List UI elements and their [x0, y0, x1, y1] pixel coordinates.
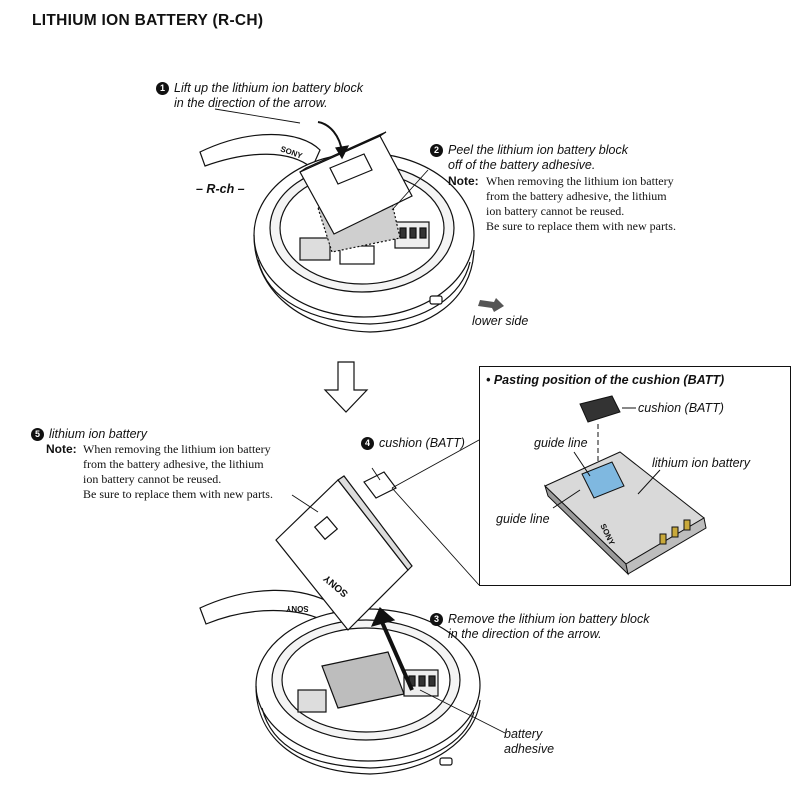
inset-guide-line-1: guide line: [534, 436, 588, 450]
step5-number: 5: [31, 428, 44, 441]
step1-line1: Lift up the lithium ion battery block: [174, 81, 363, 95]
note-top-line1: When removing the lithium ion battery: [486, 174, 674, 188]
note-bottom-line1: When removing the lithium ion battery: [83, 442, 271, 456]
lower-side-label: lower side: [472, 314, 529, 328]
note-top-line3: ion battery cannot be reused.: [486, 204, 625, 218]
step3-number: 3: [430, 613, 443, 626]
note-bottom-line3: ion battery cannot be reused.: [83, 472, 222, 486]
bottom-leader-lines: [291, 439, 506, 734]
down-arrow: [323, 361, 369, 413]
step3-line1: Remove the lithium ion battery block: [448, 612, 650, 626]
inset-battery-label: lithium ion battery: [652, 456, 750, 470]
note-bottom-label: Note:: [46, 442, 77, 456]
page-title: LITHIUM ION BATTERY (R-CH): [32, 12, 264, 29]
step2-number: 2: [430, 144, 443, 157]
step4-text: cushion (BATT): [379, 436, 465, 450]
step2-line1: Peel the lithium ion battery block: [448, 143, 628, 157]
inset-guide-line-2: guide line: [496, 512, 550, 526]
note-top-line2: from the battery adhesive, the lithium: [486, 189, 667, 203]
top-leader-lines: [214, 108, 429, 211]
step2-instruction: 2 Peel the lithium ion battery block off …: [430, 143, 628, 173]
step3-instruction: 3 Remove the lithium ion battery block in…: [430, 612, 649, 642]
inset-battery-drawing: [543, 395, 707, 576]
step3-line2: in the direction of the arrow.: [448, 627, 602, 641]
step1-line2: in the direction of the arrow.: [174, 96, 328, 110]
brand-mark-bottom-headband: SONY: [286, 604, 309, 613]
battery-adhesive-line1: battery: [504, 727, 543, 741]
top-headphone-drawing: [199, 121, 504, 333]
note-bottom-line2: from the battery adhesive, the lithium: [83, 457, 264, 471]
note-bottom-line4: Be sure to replace them with new parts.: [83, 487, 273, 501]
step5-text: lithium ion battery: [49, 427, 147, 441]
inset-cushion-label: cushion (BATT): [638, 401, 724, 415]
inset-title: • Pasting position of the cushion (BATT): [486, 373, 725, 387]
battery-adhesive-line2: adhesive: [504, 742, 555, 756]
step4-number: 4: [361, 437, 374, 450]
step4-label: 4 cushion (BATT): [361, 436, 465, 451]
note-top-line4: Be sure to replace them with new parts.: [486, 219, 676, 233]
note-top-label: Note:: [448, 174, 479, 188]
step1-instruction: 1 Lift up the lithium ion battery block i…: [156, 81, 363, 111]
rch-label: – R-ch –: [196, 182, 245, 196]
step2-line2: off of the battery adhesive.: [448, 158, 596, 172]
battery-adhesive-label: battery adhesive: [504, 727, 554, 757]
step1-number: 1: [156, 82, 169, 95]
step5-label: 5 lithium ion battery: [31, 427, 147, 442]
cushion-position-inset: [479, 366, 791, 586]
bottom-headphone-drawing: [199, 471, 481, 775]
